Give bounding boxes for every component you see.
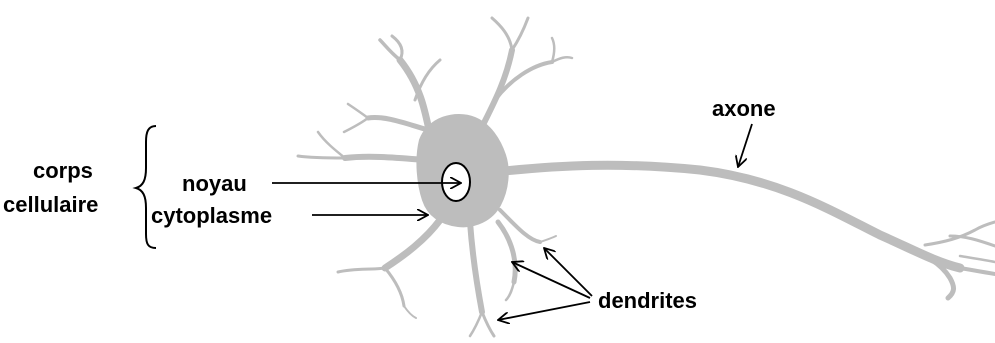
dendrite-arrow-2 <box>512 262 590 298</box>
cytoplasm-label: cytoplasme <box>151 203 272 228</box>
nucleus-label: noyau <box>182 171 247 196</box>
cell-body-label-line1: corps <box>33 158 93 183</box>
cell-body-brace <box>136 126 156 248</box>
dendrite-arrow-3 <box>498 302 590 320</box>
axon-label: axone <box>712 96 776 121</box>
nucleus <box>442 163 470 201</box>
dendrites-left <box>298 132 425 160</box>
dendrites-upper <box>344 36 440 135</box>
cell-body-label-line2: cellulaire <box>3 192 98 217</box>
axon <box>495 165 995 298</box>
axon-arrow <box>738 124 752 167</box>
dendrites-lower-left <box>338 220 440 318</box>
dendrites-label: dendrites <box>598 288 697 313</box>
dendrites-top <box>478 18 572 135</box>
